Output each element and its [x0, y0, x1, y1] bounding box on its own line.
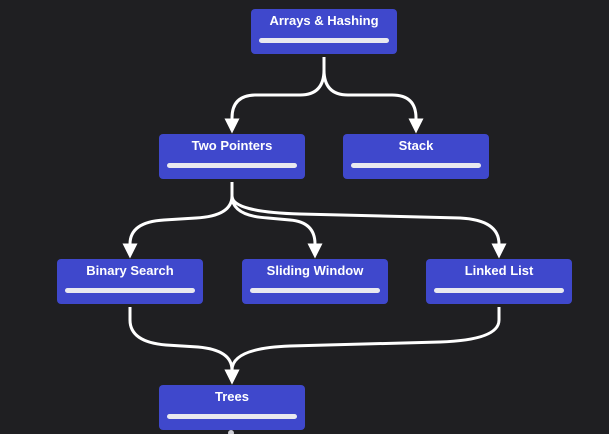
- node-binary-search[interactable]: Binary Search: [57, 259, 203, 304]
- node-label: Arrays & Hashing: [269, 13, 379, 28]
- node-label: Sliding Window: [266, 263, 364, 278]
- progress-bar: [167, 414, 297, 419]
- node-label: Linked List: [464, 263, 534, 278]
- node-sliding-window[interactable]: Sliding Window: [242, 259, 388, 304]
- edge-linked-list-to-trees: [224, 307, 501, 385]
- node-arrays-hashing[interactable]: Arrays & Hashing: [251, 9, 397, 54]
- edge-arrays-hashing-to-two-pointers: [224, 57, 326, 134]
- progress-bar: [351, 163, 481, 168]
- progress-bar: [434, 288, 564, 293]
- edge-binary-search-to-trees: [128, 307, 240, 385]
- edge-two-pointers-to-linked-list: [230, 182, 507, 259]
- progress-bar: [259, 38, 389, 43]
- node-label: Binary Search: [86, 263, 174, 278]
- node-trees[interactable]: Trees: [159, 385, 305, 430]
- node-stack[interactable]: Stack: [343, 134, 489, 179]
- node-label: Two Pointers: [191, 138, 273, 153]
- progress-bar: [167, 163, 297, 168]
- node-label: Trees: [215, 389, 249, 404]
- progress-bar: [65, 288, 195, 293]
- edge-two-pointers-to-sliding-window: [230, 182, 323, 259]
- edge-arrays-hashing-to-stack: [322, 57, 424, 134]
- node-label: Stack: [398, 138, 434, 153]
- node-linked-list[interactable]: Linked List: [426, 259, 572, 304]
- connector-handle: [228, 430, 234, 434]
- node-two-pointers[interactable]: Two Pointers: [159, 134, 305, 179]
- progress-bar: [250, 288, 380, 293]
- edge-two-pointers-to-binary-search: [122, 182, 234, 259]
